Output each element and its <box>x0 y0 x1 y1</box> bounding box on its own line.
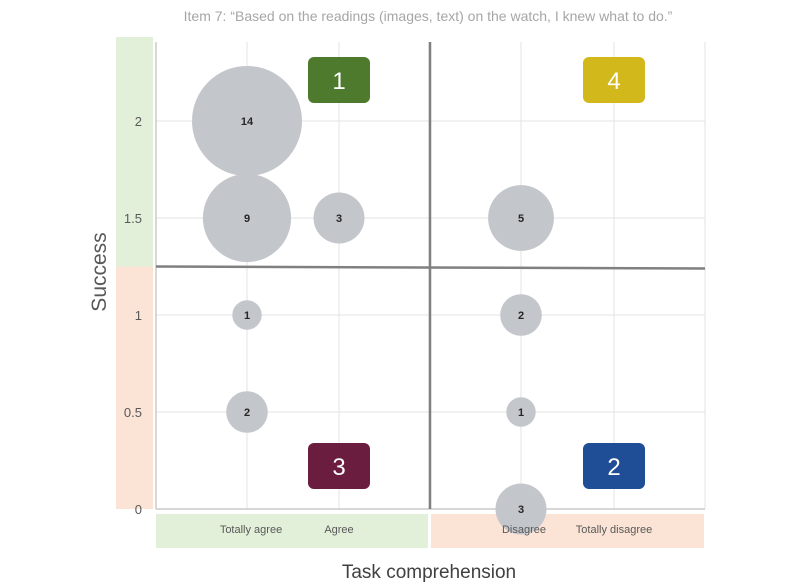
background-bands <box>116 37 704 548</box>
agree-band <box>156 514 428 548</box>
quadrant-number: 1 <box>332 68 345 95</box>
quadrant-labels: 1 4 3 2 <box>308 57 645 489</box>
bubble-label: 14 <box>241 116 254 128</box>
y-tick-labels: 0 0.5 1 1.5 2 <box>124 114 142 517</box>
bubble <box>488 185 554 251</box>
bubble <box>192 66 302 176</box>
bubble <box>495 483 547 535</box>
bubble-label: 1 <box>518 407 524 419</box>
chart-title: Item 7: “Based on the readings (images, … <box>184 8 673 24</box>
y-tick-label: 1 <box>135 308 142 323</box>
quadrant-dividers <box>155 42 706 509</box>
bubble <box>226 391 268 433</box>
bubble-label: 2 <box>518 310 524 322</box>
quadrant-number: 2 <box>607 454 620 481</box>
bubble-label: 1 <box>244 310 250 322</box>
x-category-label: Agree <box>324 524 353 536</box>
horizontal-divider <box>155 265 706 270</box>
bubble <box>232 300 262 330</box>
quadrant-badge <box>583 57 645 103</box>
quadrant-number: 3 <box>332 454 345 481</box>
bubble-label: 2 <box>244 407 250 419</box>
y-tick-label: 0.5 <box>124 405 142 420</box>
bubble-label: 3 <box>336 213 342 225</box>
failure-band <box>116 266 153 509</box>
x-category-label: Totally disagree <box>576 524 652 536</box>
x-axis-label: Task comprehension <box>342 562 516 583</box>
bubble-label: 9 <box>244 213 250 225</box>
bubble <box>506 397 536 427</box>
quadrant-number: 4 <box>607 68 620 95</box>
y-tick-label: 1.5 <box>124 211 142 226</box>
x-category-label: Disagree <box>502 524 546 536</box>
quadrant-badge <box>583 443 645 489</box>
bubble <box>202 173 292 263</box>
y-axis-label: Success <box>88 232 111 311</box>
bubble-label: 5 <box>518 213 524 225</box>
bubbles: 14 9 3 5 1 2 2 1 3 <box>192 66 554 535</box>
y-tick-label: 2 <box>135 114 142 129</box>
bubble <box>313 192 365 244</box>
quadrant-badge <box>308 57 370 103</box>
bubble <box>500 294 542 336</box>
y-tick-label: 0 <box>135 502 142 517</box>
disagree-band <box>431 514 704 548</box>
x-category-labels: Totally agree Agree Disagree Totally disagr… <box>220 524 652 536</box>
quadrant-badge <box>308 443 370 489</box>
x-category-label: Totally agree <box>220 524 282 536</box>
bubble-label: 3 <box>518 504 524 516</box>
success-band <box>116 37 153 267</box>
